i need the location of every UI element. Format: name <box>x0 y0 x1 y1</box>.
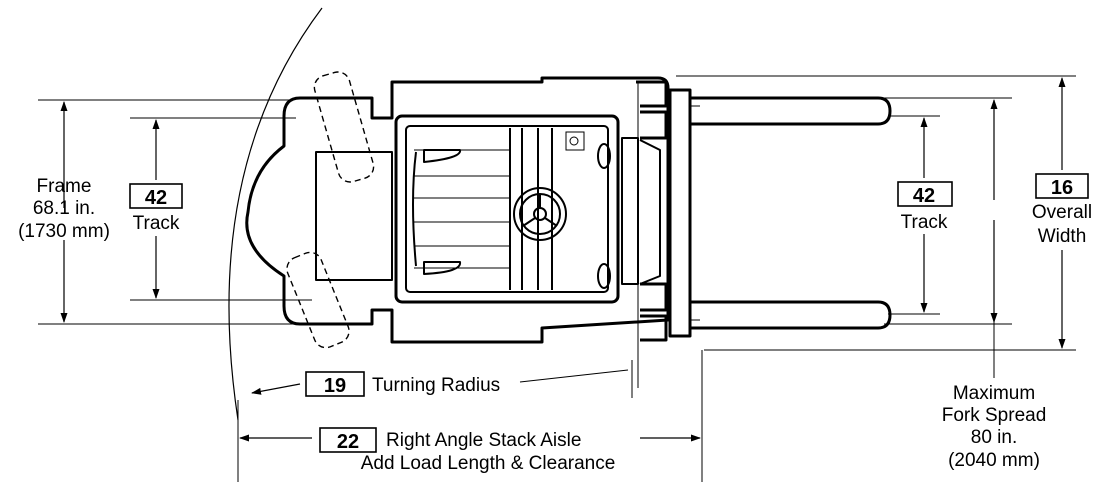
front-track-label: 42 Track <box>897 181 953 233</box>
turning-radius-number: 19 <box>324 375 346 397</box>
svg-text:Frame: Frame <box>37 176 92 197</box>
mast-lower <box>640 282 668 342</box>
svg-text:Overall: Overall <box>1032 202 1092 223</box>
rear-track-label: 42 Track <box>129 183 183 234</box>
svg-text:68.1 in.: 68.1 in. <box>33 198 95 219</box>
svg-text:(1730 mm): (1730 mm) <box>18 221 110 242</box>
fork-top <box>690 96 892 126</box>
svg-text:(2040 mm): (2040 mm) <box>948 450 1040 471</box>
svg-text:Maximum: Maximum <box>953 383 1035 404</box>
front-track-number: 42 <box>913 185 935 207</box>
mast-detail <box>621 137 661 285</box>
operator-floor <box>405 125 609 293</box>
truck-outline <box>245 76 692 344</box>
svg-text:Width: Width <box>1038 226 1087 247</box>
frame-label: Frame 68.1 in. (1730 mm) <box>18 176 110 242</box>
seat-area <box>412 128 585 290</box>
rear-wheel-bottom <box>286 251 350 349</box>
fork-spread-label: Maximum Fork Spread 80 in. (2040 mm) <box>942 383 1047 471</box>
front-light-top <box>597 143 611 169</box>
svg-text:Add Load Length & Clearance: Add Load Length & Clearance <box>361 453 616 474</box>
rear-track-text: Track <box>133 213 180 234</box>
svg-text:Fork Spread: Fork Spread <box>942 405 1047 426</box>
rear-frame <box>245 76 670 344</box>
operator-compartment <box>394 114 620 304</box>
front-light-bottom <box>597 263 611 289</box>
turning-radius-text: Turning Radius <box>372 375 500 396</box>
svg-text:Right Angle Stack Aisle: Right Angle Stack Aisle <box>386 430 581 451</box>
stack-aisle-number: 22 <box>337 431 359 453</box>
rear-track-number: 42 <box>145 187 167 209</box>
overall-width-number: 16 <box>1051 177 1073 199</box>
front-track-text: Track <box>901 212 948 233</box>
overall-width-label: 16 Overall Width <box>1032 173 1092 247</box>
fork-lines <box>690 105 700 321</box>
turning-radius-leader <box>251 383 301 395</box>
turning-radius-arc <box>228 7 323 421</box>
svg-text:80 in.: 80 in. <box>971 427 1017 448</box>
fork-bottom <box>690 300 892 330</box>
chassis-inner <box>315 151 393 281</box>
turning-radius-label: 19 Turning Radius <box>305 371 500 397</box>
steering-wheel-icon <box>513 187 567 241</box>
carriage-plate <box>668 88 692 338</box>
mast-upper <box>636 80 668 140</box>
rear-wheel-top <box>313 71 375 183</box>
stack-aisle-label: 22 Right Angle Stack Aisle Add Load Leng… <box>319 427 616 474</box>
